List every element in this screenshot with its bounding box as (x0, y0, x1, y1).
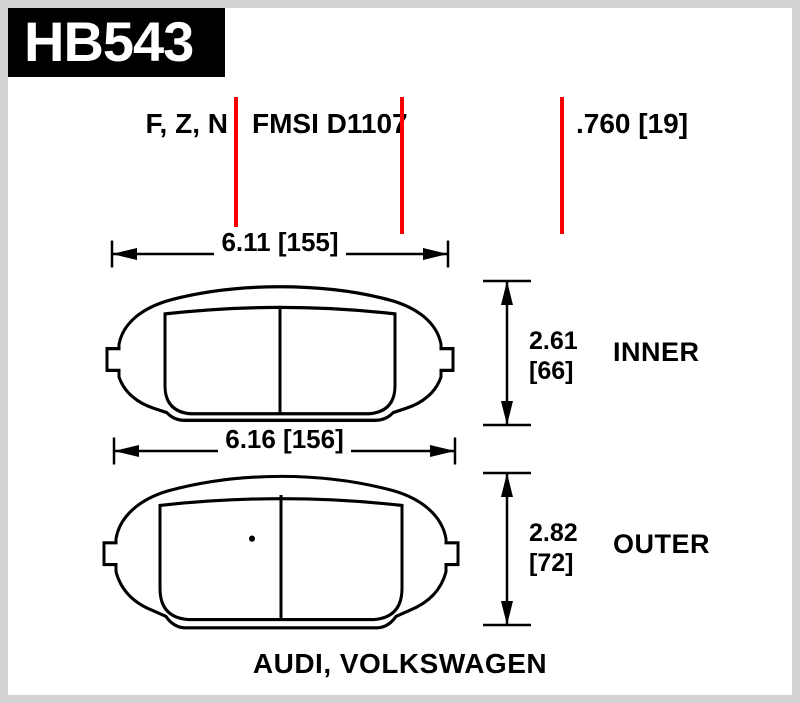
fmsi-number-label: FMSI D1107 (252, 108, 408, 139)
inner-pad-name-label: INNER (613, 337, 700, 367)
outer-pad-friction-outline (158, 497, 404, 622)
outer-pad-name-label: OUTER (613, 529, 710, 559)
compound-codes-label: F, Z, N (145, 108, 228, 139)
arrowhead-up (501, 473, 513, 497)
inner-pad-drawing (105, 285, 455, 422)
vehicle-application-label: AUDI, VOLKSWAGEN (252, 648, 548, 679)
inner-pad-width-label: 6.11 [155] (110, 227, 450, 257)
inner-pad-height-arrow (483, 279, 531, 427)
part-number-text: HB543 (24, 10, 194, 73)
red-separator-line-1 (234, 97, 238, 234)
outer-pad-rivet-mark (249, 535, 255, 542)
outer-pad-height-arrow (483, 471, 531, 627)
inner-pad-friction-outline (163, 305, 397, 416)
red-separator-line-3 (560, 97, 564, 234)
arrowhead-left (114, 445, 139, 457)
outer-pad-width-label: 6.16 [156] (112, 424, 457, 454)
arrowhead-up (501, 281, 513, 305)
arrowhead-down (501, 601, 513, 625)
inner-pad-height-label: 2.61 [66] (529, 327, 578, 385)
arrowhead-right (430, 445, 455, 457)
outer-pad-height-label: 2.82 [72] (529, 519, 578, 577)
red-separator-line-2 (400, 97, 404, 234)
pad-thickness-label: .760 [19] (576, 108, 689, 139)
arrowhead-down (501, 401, 513, 425)
outer-pad-drawing (102, 474, 460, 630)
arrowhead-left (112, 248, 137, 260)
arrowhead-right (423, 248, 448, 260)
part-number-banner: HB543 (8, 8, 225, 77)
